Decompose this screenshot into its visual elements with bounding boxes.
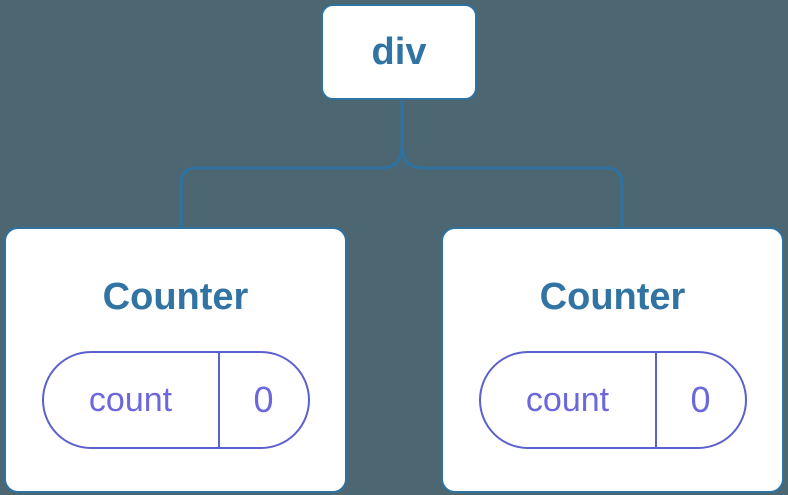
state-key-label: count <box>44 353 220 447</box>
state-value: 0 <box>690 379 711 420</box>
counter-node-left: Counter count 0 <box>4 227 347 493</box>
root-node: div <box>321 4 477 100</box>
state-pill: count 0 <box>41 351 310 449</box>
state-pill: count 0 <box>478 351 747 449</box>
state-key-label: count <box>481 353 657 447</box>
state-value: 0 <box>253 379 274 420</box>
counter-node-title: Counter <box>539 276 686 318</box>
root-node-label: div <box>371 30 427 73</box>
connector-right-branch <box>400 143 624 228</box>
connector-left-branch <box>179 143 404 228</box>
counter-node-right: Counter count 0 <box>441 227 784 493</box>
counter-node-title: Counter <box>102 276 249 318</box>
